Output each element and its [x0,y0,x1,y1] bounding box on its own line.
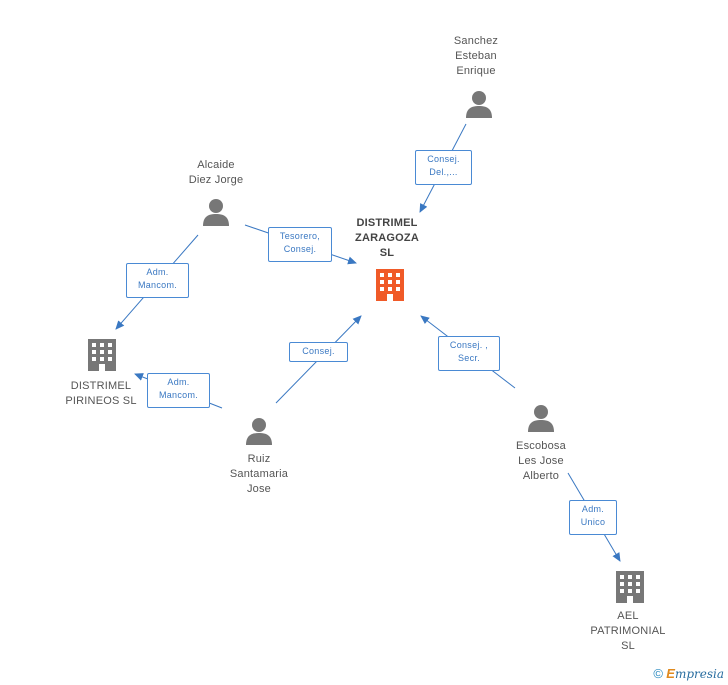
edge-label-sanchez-zaragoza[interactable]: Consej. Del.,... [415,150,472,185]
edge-label-alcaide-pirineos[interactable]: Adm. Mancom. [126,263,189,298]
copyright-symbol: © [653,666,663,681]
node-label-escobosa: Escobosa Les Jose Alberto [516,440,566,482]
edge-label-escobosa-ael[interactable]: Adm. Unico [569,500,617,535]
person-icon [203,199,229,226]
brand-footer: © Empresia [653,666,724,681]
person-icon [466,91,492,118]
edge-label-ruiz-zaragoza[interactable]: Consej. [289,342,348,362]
person-icon [528,405,554,432]
node-label-ruiz: Ruiz Santamaria Jose [229,453,289,495]
node-label-distrimel-zaragoza: DISTRIMEL ZARAGOZA SL [355,217,419,259]
building-icon [376,269,404,301]
brand-logo-text: mpresia [674,667,724,681]
edge-label-alcaide-zaragoza[interactable]: Tesorero, Consej. [268,227,332,262]
building-icon [616,571,644,603]
building-icon [88,339,116,371]
node-label-distrimel-pirineos: DISTRIMEL PIRINEOS SL [65,380,137,407]
node-label-sanchez: Sanchez Esteban Enrique [453,35,499,77]
brand-logo-initial: E [666,666,675,681]
edge-label-ruiz-pirineos[interactable]: Adm. Mancom. [147,373,210,408]
node-label-alcaide: Alcaide Diez Jorge [188,159,244,186]
node-label-ael: AEL PATRIMONIAL SL [590,610,666,652]
edge-label-escobosa-zaragoza[interactable]: Consej. , Secr. [438,336,500,371]
person-icon [246,418,272,445]
